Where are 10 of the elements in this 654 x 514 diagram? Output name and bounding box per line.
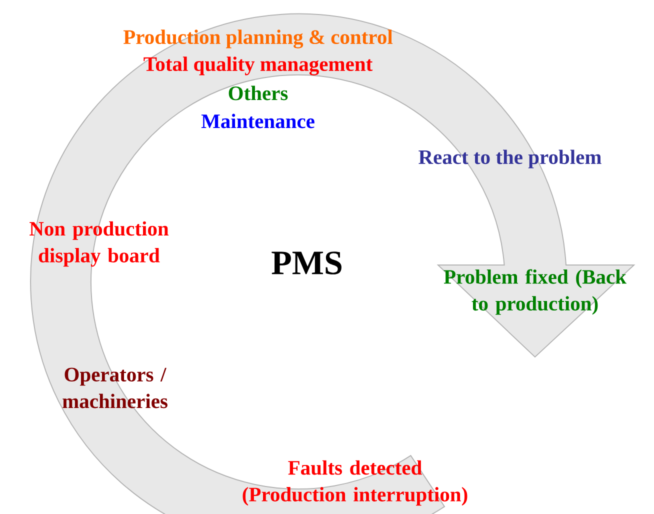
label-text: Faults detected (Production interruption): [242, 460, 468, 506]
title-text: PMS: [272, 252, 342, 274]
label-text: Operators / machineries: [62, 368, 168, 408]
label-text: Non production display board: [30, 221, 169, 267]
label-text: Others: [228, 86, 288, 100]
label-text: Production planning & control: [123, 30, 393, 48]
label-text: React to the problem: [418, 150, 602, 168]
label-text: Maintenance: [201, 114, 314, 128]
label-text: Total quality management: [144, 56, 373, 76]
label-text: Problem fixed (Back to production): [444, 269, 626, 315]
